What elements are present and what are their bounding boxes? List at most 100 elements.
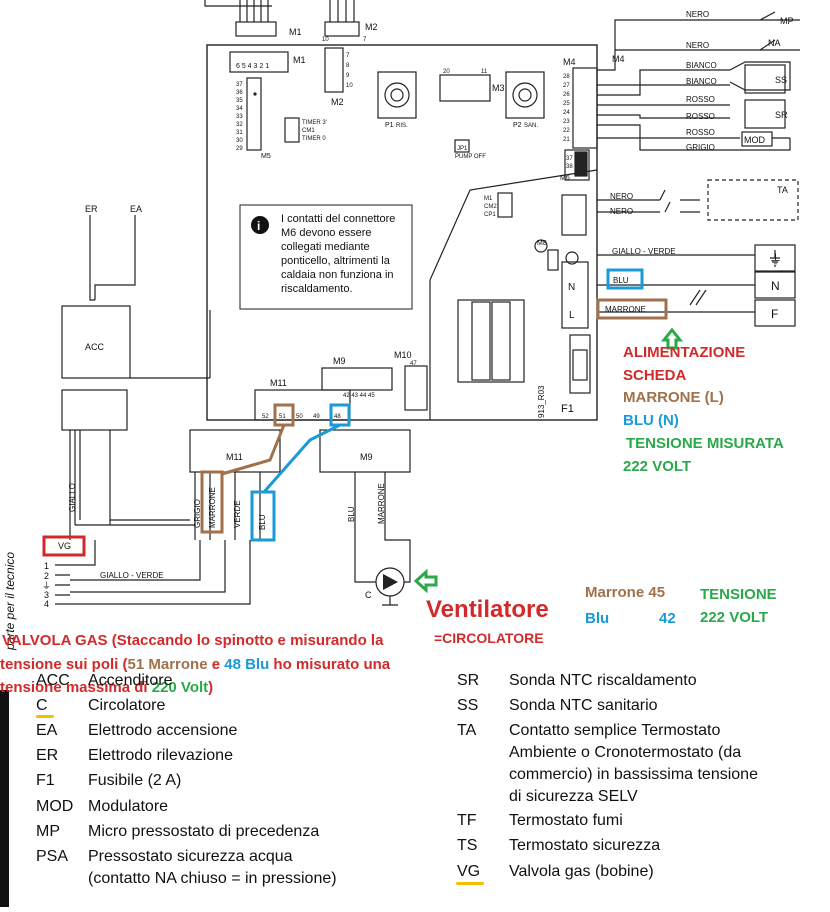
label-acc: ACC	[85, 342, 105, 352]
label-jp1: JP1	[457, 146, 468, 152]
anno-valvola-3: tensione massima di 220 Volt)	[0, 679, 213, 696]
m2-pin: 9	[346, 73, 350, 79]
label-m2-top-7: 7	[363, 37, 367, 43]
m2-pin: 8	[346, 63, 350, 69]
label-msmall-3: CP1	[484, 212, 496, 218]
m4-pin: 23	[563, 119, 570, 125]
wire-marrone-m11: MARRONE	[208, 487, 217, 528]
wire-giallo: GIALLO	[68, 483, 77, 512]
anno-valvola-2: tensione sui poli (51 Marrone e 48 Blu h…	[0, 656, 390, 673]
wire-bianco-1: BIANCO	[686, 61, 717, 70]
label-m5: M5	[261, 153, 271, 160]
label-m10-pins: 47	[410, 361, 417, 367]
m3-connector	[439, 74, 491, 102]
m11-pin: 49	[313, 414, 320, 420]
label-board-code: 913_R03	[537, 385, 546, 418]
m5-pin: 35	[236, 98, 243, 104]
label-timer0: TIMER 0	[302, 136, 326, 142]
wire-marrone-m9: MARRONE	[377, 483, 386, 524]
wire	[204, 0, 272, 7]
label-timer3: TIMER 3'	[302, 120, 327, 126]
wire-blu-m11: BLU	[258, 514, 267, 530]
anno-valvola-2d: 48 Blu	[224, 656, 270, 673]
ta-box	[707, 179, 799, 221]
label-msmall-1: M1	[484, 196, 493, 202]
vg-pin: 4	[44, 599, 49, 609]
label-m8: M8	[537, 240, 547, 247]
info-box	[239, 204, 413, 310]
anno-tensione-misurata: TENSIONE MISURATA	[626, 435, 784, 452]
m11-pin: 51	[279, 414, 286, 420]
anno-ventilatore: Ventilatore	[426, 596, 549, 623]
label-m9-plug: M9	[360, 452, 373, 462]
anno-222-volt-b: 222 VOLT	[700, 609, 769, 626]
anno-valvola-3b: 220 Volt	[151, 679, 209, 696]
wire-gv: GIALLO - VERDE	[612, 247, 676, 256]
info-icon	[251, 216, 269, 234]
anno-blu-n: BLU (N)	[623, 412, 679, 429]
c-underline	[36, 715, 54, 718]
m4-pin: 28	[563, 74, 570, 80]
m5-pin: 32	[236, 122, 243, 128]
m5-pin: 30	[236, 138, 243, 144]
wire-marrone: MARRONE	[605, 305, 646, 314]
pot-p1	[377, 71, 417, 119]
anno-blu-42-num: 42	[659, 610, 676, 627]
label-sr: SR	[775, 110, 788, 120]
wire-nero-2: NERO	[686, 41, 709, 50]
anno-marrone-45: Marrone 45	[585, 584, 666, 601]
m11-pin: 50	[296, 414, 303, 420]
side-label: parte per il tecnico	[3, 552, 17, 651]
m11-pin: 48	[334, 414, 341, 420]
anno-tensione: TENSIONE	[700, 586, 777, 603]
m6-pin: 38	[566, 164, 573, 170]
m9-plug	[319, 429, 411, 473]
m6-pin: 37	[566, 156, 573, 162]
label-f1: F1	[561, 403, 574, 415]
anno-valvola-2c: e	[207, 656, 225, 673]
fuse-f1	[569, 334, 591, 394]
wire-ta-nero-2: NERO	[610, 207, 633, 216]
anno-alimentazione-2: SCHEDA	[623, 367, 687, 384]
acc-box	[61, 305, 131, 379]
m1-top-plug	[235, 21, 277, 37]
control-board	[206, 44, 598, 421]
label-c: C	[365, 590, 372, 600]
m4-pin: 25	[563, 101, 570, 107]
m4-pin: 24	[563, 110, 570, 116]
info-text: I contatti del connettore M6 devono esse…	[281, 213, 396, 295]
label-m9-pins: 42 43 44 45	[343, 393, 375, 399]
anno-valvola-2a: tensione sui poli (	[0, 656, 128, 673]
vg-underline	[456, 882, 484, 885]
label-m4-board: M4	[563, 57, 576, 67]
vg-pin: ⏚	[42, 581, 51, 591]
wire-verde-m11: VERDE	[233, 500, 242, 528]
label-m2-top: M2	[365, 22, 378, 32]
label-m1: M1	[293, 55, 306, 65]
anno-222-volt: 222 VOLT	[623, 458, 692, 475]
m4-pin: 26	[563, 92, 570, 98]
m5-pin: 29	[236, 146, 243, 152]
label-ea: EA	[130, 204, 142, 214]
label-mod: MOD	[744, 135, 765, 145]
label-m11-plug: M11	[226, 452, 243, 462]
wire-blu: BLU	[613, 276, 629, 285]
label-m4: M4	[612, 54, 625, 64]
label-m10: M10	[394, 350, 412, 360]
label-p1-sub: RIS.	[396, 123, 408, 129]
m5-pin: 36	[236, 90, 243, 96]
anno-blu-42: Blu	[585, 610, 610, 627]
label-m6: M6	[560, 175, 570, 182]
label-m3-left: 20	[443, 69, 450, 75]
mains-n: N	[771, 279, 780, 293]
label-ss: SS	[775, 75, 787, 85]
label-m2-top-10: 10	[322, 37, 329, 43]
wire-rosso-2: ROSSO	[686, 112, 715, 121]
anno-valvola-1: VALVOLA GAS (Staccando lo spinotto e mis…	[2, 632, 384, 649]
m11-plug	[189, 429, 281, 473]
label-m9: M9	[333, 356, 346, 366]
label-pump-off: PUMP OFF	[455, 154, 486, 160]
m2-pin: 10	[346, 83, 353, 89]
anno-valvola-2b: 51 Marrone	[127, 656, 208, 673]
